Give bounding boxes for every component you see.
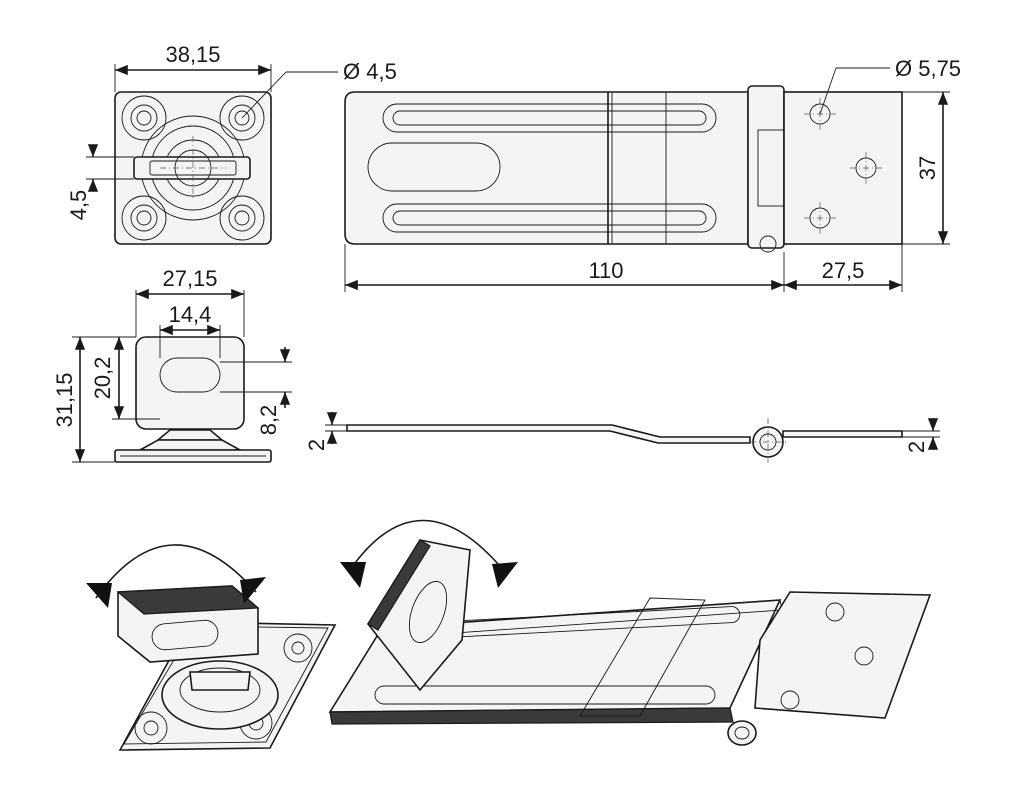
dim-eye-inner: 14,4 <box>169 302 212 327</box>
hasp-isometric-view <box>328 519 932 746</box>
dim-slot-height: 4,5 <box>66 190 91 221</box>
dim-eye-outer: 27,15 <box>162 266 217 291</box>
staple-base-top-view: 38,15 Ø 4,5 4,5 <box>66 42 397 245</box>
dim-large-hole: Ø 5,75 <box>895 56 961 81</box>
hasp-side-view: 2 2 <box>304 412 940 466</box>
dim-thickness-right: 2 <box>904 441 929 453</box>
dim-total-height: 31,15 <box>52 372 77 427</box>
curved-double-arrow-icon <box>86 583 112 608</box>
dim-small-hole: Ø 4,5 <box>343 59 397 84</box>
dim-thickness-left: 2 <box>304 439 329 451</box>
dim-hinge-length: 27,5 <box>822 258 865 283</box>
staple-isometric-view <box>86 544 337 751</box>
hasp-top-view: Ø 5,75 37 110 27,5 <box>344 56 961 292</box>
dim-slot-offset: 8,2 <box>256 405 281 436</box>
dim-eye-height: 20,2 <box>90 357 115 400</box>
curved-double-arrow-icon-2 <box>340 562 366 588</box>
dim-hasp-length: 110 <box>588 258 623 283</box>
staple-side-view: 27,15 14,4 20,2 31,15 8,2 <box>52 266 292 463</box>
dim-plate-height: 37 <box>915 156 940 180</box>
dim-base-width: 38,15 <box>165 42 220 67</box>
